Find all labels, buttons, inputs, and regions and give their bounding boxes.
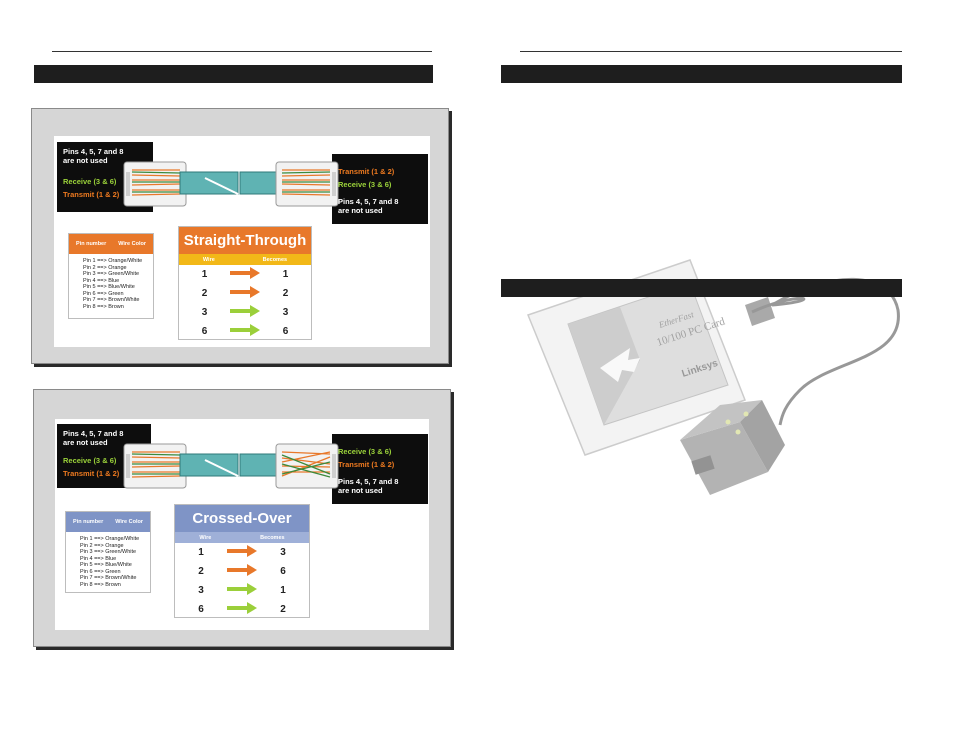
cable-diagram <box>123 443 339 489</box>
pin-table-header: Pin number Wire Color <box>66 512 150 532</box>
pin-number-header: Pin number <box>76 241 107 247</box>
wire-number: 6 <box>201 326 208 337</box>
receive-label: Receive (3 & 6) <box>338 447 392 456</box>
pin-row: Pin 8 ==> Brown <box>80 581 121 588</box>
becomes-number: 1 <box>280 585 286 596</box>
arrow-right-icon <box>227 602 257 617</box>
transmit-label: Transmit (1 & 2) <box>338 167 395 176</box>
becomes-number: 2 <box>280 604 286 615</box>
pin-table-header: Pin number Wire Color <box>69 234 153 254</box>
wire-header: Wire <box>199 534 212 541</box>
pin-row: Pin 8 ==> Brown <box>83 303 124 310</box>
becomes-number: 1 <box>282 269 289 280</box>
wire-number: 2 <box>198 566 204 577</box>
unused-pins-note-2: are not used <box>63 156 108 165</box>
transmit-label: Transmit (1 & 2) <box>63 469 120 478</box>
becomes-number: 3 <box>282 307 289 318</box>
pin-row: Pin 7 ==> Brown/White <box>80 575 137 581</box>
pin-row: Pin 3 ==> Green/White <box>83 271 140 277</box>
table-title: Straight-Through <box>179 227 311 254</box>
arrow-right-icon <box>230 305 260 320</box>
becomes-number: 6 <box>280 566 286 577</box>
wire-number: 3 <box>198 585 204 596</box>
pin-number-header: Pin number <box>73 519 104 525</box>
wire-header: Wire <box>202 256 215 263</box>
pin-row: Pin 2 ==> Orange <box>80 542 124 549</box>
wire-number: 3 <box>201 307 208 318</box>
pin-color-table: Pin number Wire Color Pin 1 ==> Orange/W… <box>65 511 151 593</box>
pin-row: Pin 7 ==> Brown/White <box>83 297 140 303</box>
unused-pins-note-2: are not used <box>63 438 108 447</box>
becomes-header: Becomes <box>260 534 285 541</box>
transmit-label: Transmit (1 & 2) <box>338 460 395 469</box>
table-title: Crossed-Over <box>175 505 309 532</box>
becomes-number: 3 <box>280 547 286 558</box>
pin-row: Pin 5 ==> Blue/White <box>83 284 135 290</box>
becomes-number: 6 <box>282 326 289 337</box>
arrow-right-icon <box>227 564 257 579</box>
left-section-bar <box>34 65 433 83</box>
unused-pins-note-2: are not used <box>338 206 383 215</box>
pin-color-table: Pin number Wire Color Pin 1 ==> Orange/W… <box>68 233 154 319</box>
pc-card-illustration: EtherFast 10/100 PC Card Linksys <box>527 259 900 495</box>
pin-row: Pin 5 ==> Blue/White <box>80 562 132 568</box>
unused-pins-note-2: are not used <box>338 486 383 495</box>
right-info-block: Transmit (1 & 2) Receive (3 & 6) Pins 4,… <box>332 154 428 224</box>
right-section-bar-top <box>501 65 902 83</box>
wire-number: 1 <box>198 547 204 558</box>
pin-row: Pin 4 ==> Blue <box>83 277 120 284</box>
unused-pins-note: Pins 4, 5, 7 and 8 <box>338 197 399 206</box>
wire-color-header: Wire Color <box>118 241 146 247</box>
receive-label: Receive (3 & 6) <box>63 177 117 186</box>
becomes-number: 2 <box>282 288 289 299</box>
arrow-right-icon <box>230 324 260 339</box>
unused-pins-note: Pins 4, 5, 7 and 8 <box>63 429 124 438</box>
right-header-rule <box>520 51 902 52</box>
pin-row: Pin 1 ==> Orange/White <box>80 536 140 542</box>
right-section-bar-bottom <box>501 279 902 297</box>
wire-number: 1 <box>201 269 208 280</box>
receive-label: Receive (3 & 6) <box>338 180 392 189</box>
cable-diagram <box>123 161 339 207</box>
arrow-right-icon <box>227 583 257 598</box>
unused-pins-note: Pins 4, 5, 7 and 8 <box>338 477 399 486</box>
pin-row: Pin 3 ==> Green/White <box>80 549 137 555</box>
arrow-right-icon <box>230 267 260 282</box>
pin-row: Pin 1 ==> Orange/White <box>83 258 143 264</box>
pin-row: Pin 6 ==> Green <box>83 290 124 297</box>
pin-row: Pin 4 ==> Blue <box>80 555 117 562</box>
wire-color-header: Wire Color <box>115 519 143 525</box>
left-header-rule <box>52 51 432 52</box>
arrow-right-icon <box>227 545 257 560</box>
receive-label: Receive (3 & 6) <box>63 456 117 465</box>
table-subheader: Wire Becomes <box>179 254 311 265</box>
becomes-header: Becomes <box>262 256 288 263</box>
wire-number: 2 <box>201 288 208 299</box>
pin-row: Pin 2 ==> Orange <box>83 264 127 271</box>
unused-pins-note: Pins 4, 5, 7 and 8 <box>63 147 124 156</box>
arrow-right-icon <box>230 286 260 301</box>
right-info-block: Receive (3 & 6) Transmit (1 & 2) Pins 4,… <box>332 434 428 504</box>
table-subheader: Wire Becomes <box>175 532 309 543</box>
wire-number: 6 <box>198 604 204 615</box>
pin-row: Pin 6 ==> Green <box>80 568 121 575</box>
transmit-label: Transmit (1 & 2) <box>63 190 120 199</box>
